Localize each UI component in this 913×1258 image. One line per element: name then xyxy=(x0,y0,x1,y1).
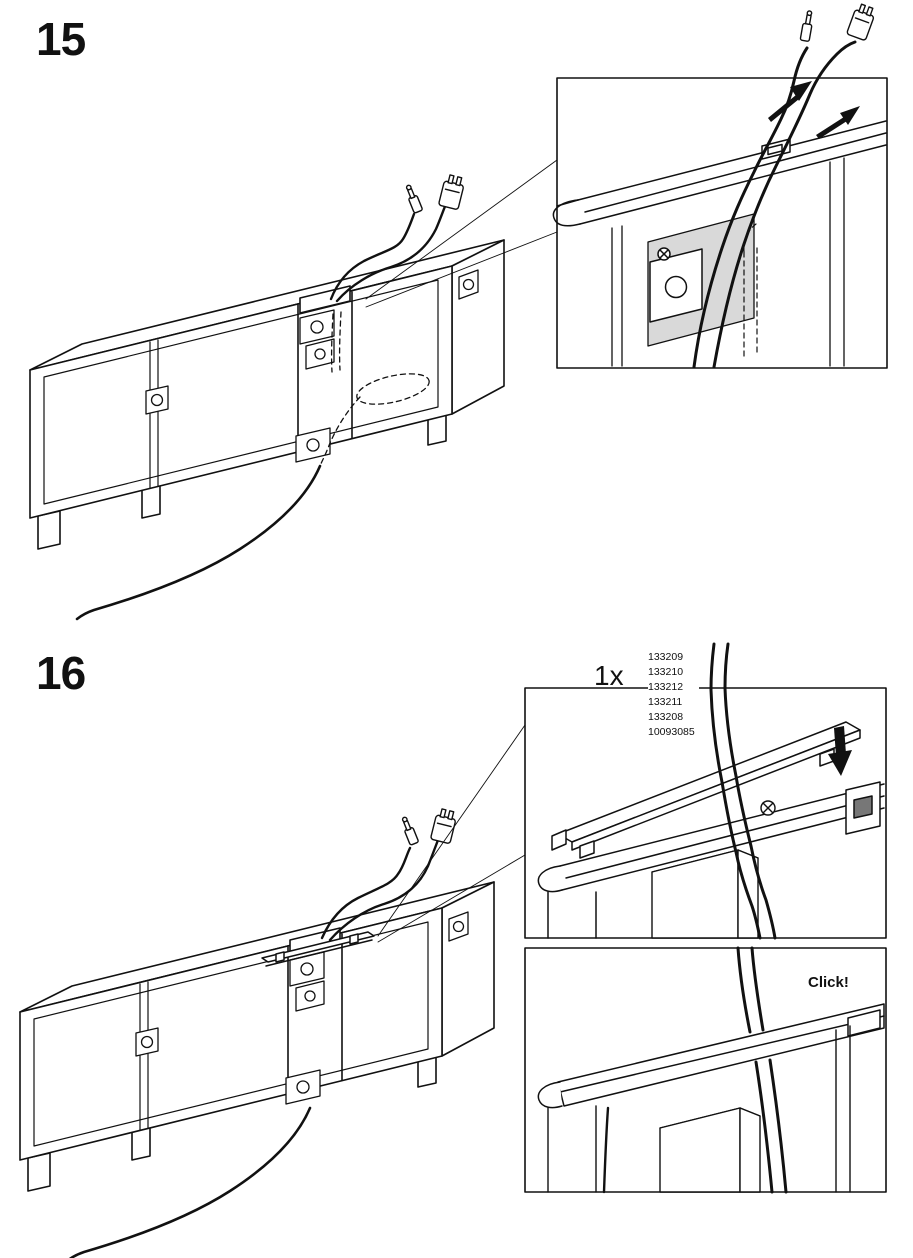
detail-box-16b xyxy=(524,946,887,1194)
hidden-cable-dashed xyxy=(319,311,430,467)
lower-cables xyxy=(602,1058,788,1194)
part-number-list: 133209 133210 133212 133211 133208 10093… xyxy=(648,650,699,740)
cable-cover-part xyxy=(551,721,861,859)
power-plug-icon xyxy=(438,174,464,210)
top-rail xyxy=(552,120,887,227)
dc-plug-icon xyxy=(401,816,419,846)
press-down-arrow-icon xyxy=(828,726,852,776)
cables xyxy=(709,642,777,940)
power-plug-icon xyxy=(846,3,875,41)
mounting-bracket xyxy=(649,247,703,323)
upper-cables xyxy=(736,946,765,1034)
panel-edges xyxy=(547,1025,851,1193)
pull-up-arrow-icons xyxy=(768,81,860,139)
click-label: Click! xyxy=(808,974,849,991)
step-15-scene xyxy=(28,3,888,621)
power-cables xyxy=(320,838,440,942)
divider-block xyxy=(651,849,759,939)
hidden-path-dashed xyxy=(743,223,758,361)
top-rail xyxy=(537,783,885,939)
power-plug-icon xyxy=(430,808,456,844)
detail-box-15 xyxy=(552,3,888,369)
dc-plug-icon xyxy=(799,10,813,42)
cable-cover-on-cabinet xyxy=(261,931,375,967)
part-number: 10093085 xyxy=(648,726,695,738)
cables-through-rail xyxy=(692,40,857,369)
part-number: 133210 xyxy=(648,666,684,678)
divider-block xyxy=(659,1107,761,1193)
quantity-label: 1x xyxy=(594,660,624,691)
part-number: 133209 xyxy=(648,651,684,663)
callout-lines xyxy=(365,159,558,308)
part-number: 133212 xyxy=(648,681,684,693)
screw-icon xyxy=(760,800,776,816)
step-16-scene xyxy=(18,642,887,1258)
clip-slot-bracket xyxy=(845,781,881,835)
dc-plug-icon xyxy=(405,184,423,214)
part-number: 133211 xyxy=(648,696,683,708)
detail-box-16a xyxy=(524,642,887,940)
step-16-number: 16 xyxy=(36,647,86,699)
installed-cover xyxy=(537,1003,885,1109)
part-number: 133208 xyxy=(648,711,684,723)
step-15-number: 15 xyxy=(36,13,86,65)
callout-lines xyxy=(377,724,526,943)
power-cables xyxy=(329,202,448,303)
